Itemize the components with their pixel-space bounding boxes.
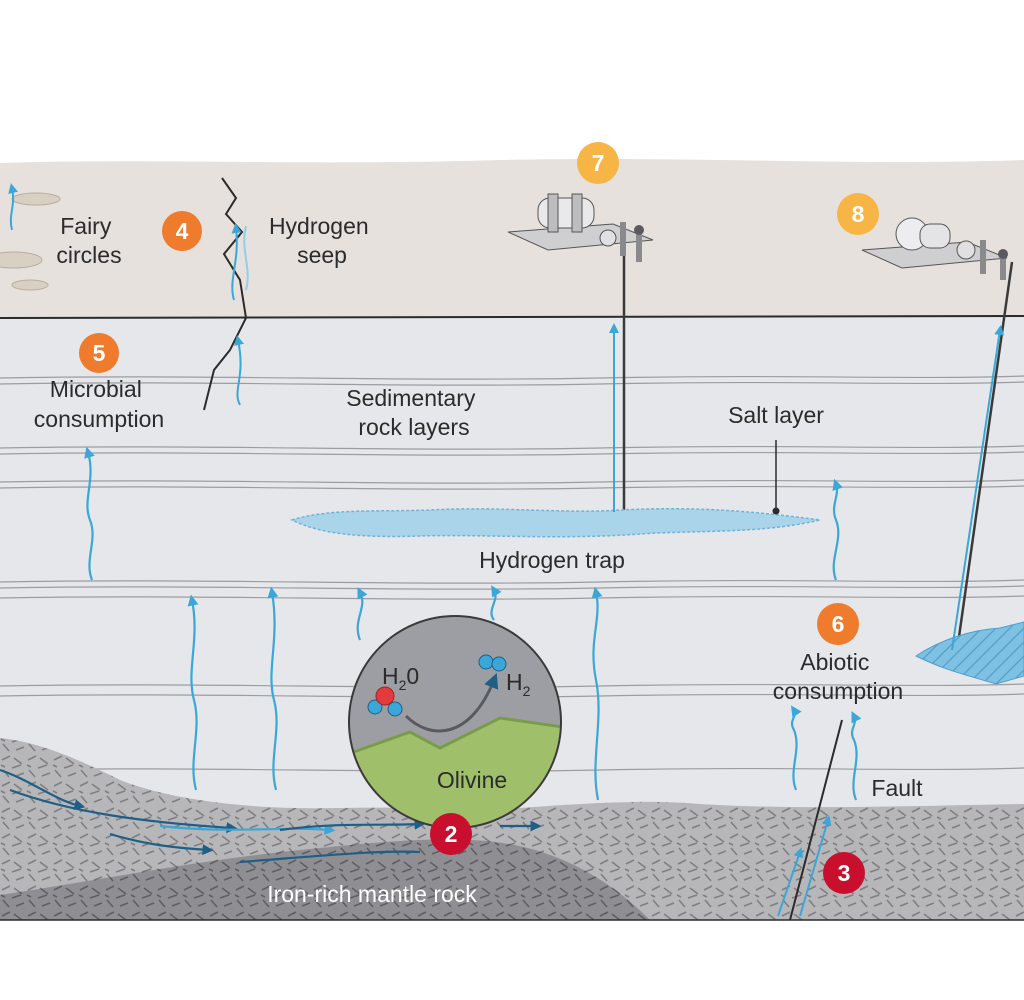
hydrogen-formula: H2 <box>506 669 531 699</box>
hydrogen-seep-label: Hydrogen seep <box>269 213 375 268</box>
fairy-circles-label: Fairy circles <box>56 213 121 268</box>
badge-3: 3 <box>823 852 865 894</box>
badge-5: 5 <box>79 333 119 373</box>
fault-label: Fault <box>871 775 923 801</box>
badge-2: 2 <box>430 813 472 855</box>
water-molecule-icon <box>367 686 403 717</box>
svg-text:3: 3 <box>838 860 851 886</box>
svg-text:8: 8 <box>852 201 865 227</box>
olivine-reaction-circle: H20 H2 Olivine <box>348 615 562 829</box>
water-formula: H20 <box>382 663 419 693</box>
seep-arrows <box>231 223 249 406</box>
groundwater-flow-arrows <box>0 768 542 864</box>
badge-8: 8 <box>837 193 879 235</box>
drilling-rig-icon <box>861 217 1008 280</box>
svg-text:7: 7 <box>592 150 605 176</box>
iron-rich-mantle-rock-label: Iron-rich mantle rock <box>267 881 477 907</box>
reaction-arrow <box>404 673 499 733</box>
salt-layer-label: Salt layer <box>728 402 824 428</box>
svg-text:4: 4 <box>176 218 189 244</box>
surface-boundary-line <box>0 315 1024 319</box>
rising-hydrogen-arrows <box>84 446 862 801</box>
badge-4: 4 <box>162 211 202 251</box>
salt-layer-leader-dot <box>772 507 780 515</box>
surface-layer <box>0 159 1024 318</box>
drilling-rig-icon <box>507 193 654 262</box>
badge-7: 7 <box>577 142 619 184</box>
rising-arrow-well8 <box>951 325 1005 651</box>
hydrogen-trap <box>290 507 821 538</box>
mantle-rock-deep <box>0 839 650 920</box>
badge-6: 6 <box>817 603 859 645</box>
strata-lines <box>0 375 1024 772</box>
svg-text:2: 2 <box>445 821 458 847</box>
microbial-consumption-label: Microbial consumption <box>34 376 164 432</box>
fault-arrows <box>777 815 832 917</box>
svg-text:5: 5 <box>93 340 106 366</box>
svg-text:6: 6 <box>832 611 845 637</box>
fault-line <box>789 719 843 921</box>
hydrogen-trap-label: Hydrogen trap <box>479 547 625 573</box>
fairy-circles-icon <box>0 183 61 291</box>
olivine-label: Olivine <box>437 767 507 793</box>
hydrogen-seep-crack <box>203 177 248 411</box>
hydrogen-molecule-icon <box>478 654 507 672</box>
reservoir-8 <box>915 621 1024 685</box>
sedimentary-rock-layers-label: Sedimentary rock layers <box>346 385 482 440</box>
abiotic-consumption-label: Abiotic consumption <box>773 649 903 704</box>
